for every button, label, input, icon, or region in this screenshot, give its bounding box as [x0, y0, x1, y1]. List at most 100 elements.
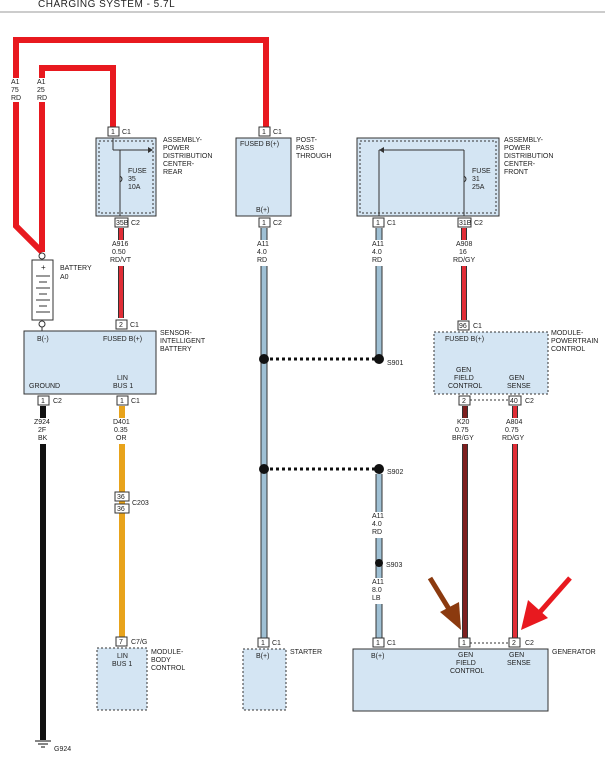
svg-text:CONTROL: CONTROL: [551, 346, 585, 353]
svg-text:CENTER-: CENTER-: [504, 161, 536, 168]
intelligent-battery-sensor: 2 C1 B(-) FUSED B(+) GROUND LIN BUS 1 SE…: [23, 319, 206, 406]
svg-text:1: 1: [462, 640, 466, 647]
svg-text:+: +: [41, 263, 46, 272]
svg-text:BK: BK: [38, 435, 48, 442]
svg-text:OR: OR: [116, 435, 127, 442]
pdc-rear: FUSE 35 10A 1 C1 35B C2 ASSEMBLY- POWER …: [95, 126, 212, 228]
svg-text:FUSED B(+): FUSED B(+): [445, 336, 484, 343]
svg-text:S903: S903: [386, 562, 402, 569]
svg-text:C2: C2: [131, 220, 140, 227]
svg-text:PASS: PASS: [296, 145, 314, 152]
svg-text:RD: RD: [11, 95, 21, 102]
svg-text:MODULE-: MODULE-: [151, 649, 184, 656]
svg-text:FUSED B(+): FUSED B(+): [103, 336, 142, 343]
svg-text:4.0: 4.0: [372, 521, 382, 528]
svg-text:ASSEMBLY-: ASSEMBLY-: [163, 137, 203, 144]
svg-text:RD: RD: [37, 95, 47, 102]
wire-a11-low: A11 4.0 RD S903 A11 8.0 LB: [369, 474, 402, 638]
svg-text:C2: C2: [53, 398, 62, 405]
svg-text:4.0: 4.0: [257, 249, 267, 256]
svg-text:C203: C203: [132, 500, 149, 507]
svg-text:C1: C1: [130, 322, 139, 329]
svg-text:FUSED B(+): FUSED B(+): [240, 141, 279, 148]
svg-text:POST-: POST-: [296, 137, 318, 144]
svg-text:96: 96: [459, 323, 467, 330]
svg-text:1: 1: [120, 398, 124, 405]
svg-text:RD/GY: RD/GY: [453, 257, 476, 264]
svg-text:FUSE: FUSE: [128, 168, 147, 175]
svg-text:CONTROL: CONTROL: [448, 383, 482, 390]
svg-text:25A: 25A: [472, 184, 485, 191]
ground-symbol: G924: [35, 740, 71, 753]
svg-text:CENTER-: CENTER-: [163, 161, 195, 168]
svg-text:C2: C2: [525, 398, 534, 405]
generator: 1 C1 1 2 C2 B(+) GEN FIELD CONTROL GEN S…: [352, 637, 596, 712]
svg-text:STARTER: STARTER: [290, 649, 322, 656]
svg-text:C1: C1: [387, 640, 396, 647]
svg-text:INTELLIGENT: INTELLIGENT: [160, 338, 206, 345]
svg-text:POWER: POWER: [163, 145, 189, 152]
wire-a11-mid: A11 4.0 RD: [254, 228, 276, 638]
connector-c203: 36 36 C203: [114, 491, 149, 514]
svg-text:A11: A11: [372, 579, 384, 586]
svg-text:4.0: 4.0: [372, 249, 382, 256]
svg-text:BODY: BODY: [151, 657, 171, 664]
svg-text:SENSE: SENSE: [507, 383, 531, 390]
svg-text:GEN: GEN: [509, 652, 524, 659]
svg-text:MODULE-: MODULE-: [551, 330, 584, 337]
diagram-title: CHARGING SYSTEM - 5.7L: [38, 0, 175, 10]
post-pass-through: 1 C1 FUSED B(+) B(+) 1 C2 POST- PASS THR…: [235, 126, 331, 228]
svg-text:C1: C1: [131, 398, 140, 405]
svg-text:GEN: GEN: [458, 652, 473, 659]
body-control-module: 7 C7/G LIN BUS 1 MODULE- BODY CONTROL: [96, 636, 185, 711]
svg-text:A11: A11: [257, 241, 269, 248]
svg-text:RD: RD: [257, 257, 267, 264]
svg-text:C1: C1: [273, 129, 282, 136]
svg-text:C2: C2: [474, 220, 483, 227]
svg-text:35B: 35B: [116, 220, 129, 227]
svg-text:75: 75: [11, 87, 19, 94]
svg-text:0.50: 0.50: [112, 249, 126, 256]
svg-text:35: 35: [128, 176, 136, 183]
wire-a908: A908 16 RD/GY: [450, 228, 482, 320]
svg-text:40: 40: [510, 398, 518, 405]
svg-text:C2: C2: [525, 640, 534, 647]
svg-text:1: 1: [376, 220, 380, 227]
svg-text:D401: D401: [113, 419, 130, 426]
svg-text:1: 1: [262, 220, 266, 227]
svg-text:THROUGH: THROUGH: [296, 153, 331, 160]
svg-text:2: 2: [119, 322, 123, 329]
a1-right-label: A1 25 RD: [36, 78, 50, 102]
svg-text:A908: A908: [456, 241, 472, 248]
svg-text:A0: A0: [60, 274, 69, 281]
svg-text:31: 31: [472, 176, 480, 183]
svg-text:16: 16: [459, 249, 467, 256]
svg-text:GENERATOR: GENERATOR: [552, 649, 596, 656]
pdc-front: FUSE 31 25A 1 C1 31B C2 ASSEMBLY- POWER …: [356, 137, 553, 228]
svg-text:GEN: GEN: [509, 375, 524, 382]
svg-text:2: 2: [512, 640, 516, 647]
svg-text:A1: A1: [11, 79, 20, 86]
svg-text:7: 7: [119, 639, 123, 646]
svg-text:BR/GY: BR/GY: [452, 435, 474, 442]
svg-text:G924: G924: [54, 746, 71, 753]
svg-text:B(+): B(+): [371, 653, 384, 660]
svg-text:C1: C1: [122, 129, 131, 136]
svg-text:RD: RD: [372, 257, 382, 264]
powertrain-control-module: 96 C1 FUSED B(+) GEN FIELD CONTROL GEN S…: [433, 320, 598, 406]
svg-text:C1: C1: [473, 323, 482, 330]
starter: 1 C1 B(+) STARTER: [242, 637, 322, 711]
svg-text:POWER: POWER: [504, 145, 530, 152]
svg-text:BUS 1: BUS 1: [112, 661, 132, 668]
svg-text:2F: 2F: [38, 427, 46, 434]
svg-text:LIN: LIN: [117, 653, 128, 660]
svg-text:25: 25: [37, 87, 45, 94]
splice-s902: S902: [259, 464, 403, 476]
wire-a11-right: A11 4.0 RD: [369, 228, 391, 358]
svg-text:A1: A1: [37, 79, 46, 86]
svg-text:S902: S902: [387, 469, 403, 476]
svg-text:FUSE: FUSE: [472, 168, 491, 175]
a1-left-label: A1 75 RD: [10, 78, 24, 102]
svg-text:A804: A804: [506, 419, 522, 426]
